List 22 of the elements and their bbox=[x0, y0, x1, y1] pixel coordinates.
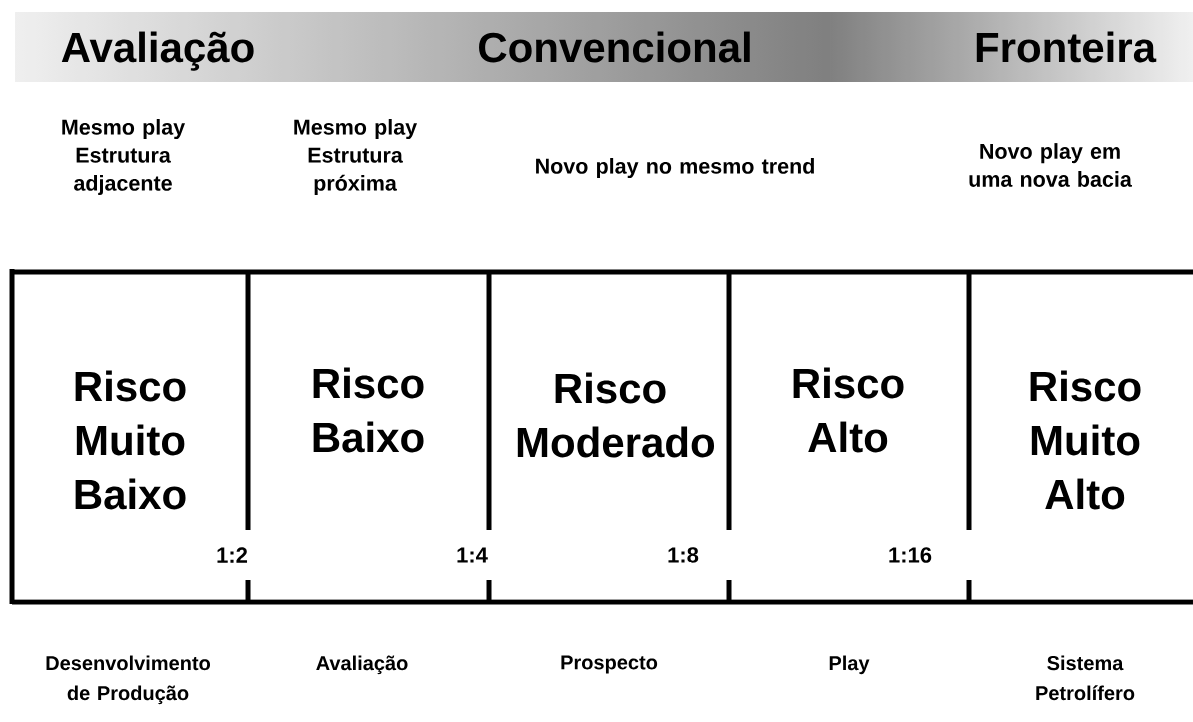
stage-label: Prospecto bbox=[561, 655, 658, 674]
node-text: Avaliação Convencional Fronteira bbox=[61, 31, 1157, 71]
risk-cell: Risco Alto bbox=[793, 367, 904, 453]
ratio-label: 1:2 bbox=[217, 547, 248, 563]
ratio-label: 1:4 bbox=[457, 547, 488, 563]
risk-cell: Risco Muito Baixo bbox=[75, 370, 186, 510]
band-heading: Avaliação bbox=[61, 31, 254, 71]
column-description: Mesmo play Estrutura adjacente bbox=[62, 119, 185, 195]
risk-cell: Risco Baixo bbox=[313, 367, 424, 453]
ratio-label: 1:8 bbox=[668, 547, 699, 563]
stage-label: Sistema Petrolífero bbox=[1036, 655, 1135, 701]
risk-cell: Risco Moderado bbox=[517, 372, 715, 458]
column-description: Novo play em uma nova bacia bbox=[969, 143, 1132, 187]
ratio-label: 1:16 bbox=[889, 547, 932, 563]
stage-label: Play bbox=[829, 655, 870, 675]
column-description: Novo play no mesmo trend bbox=[536, 158, 814, 179]
band-heading: Convencional bbox=[479, 31, 750, 63]
stage-label: Avaliação bbox=[316, 655, 408, 675]
column-description: Mesmo play Estrutura próxima bbox=[294, 119, 417, 195]
risk-cell: Risco Muito Alto bbox=[1030, 370, 1141, 510]
band-heading: Fronteira bbox=[976, 31, 1157, 63]
stage-label: Desenvolvimento de Produção bbox=[46, 655, 210, 705]
